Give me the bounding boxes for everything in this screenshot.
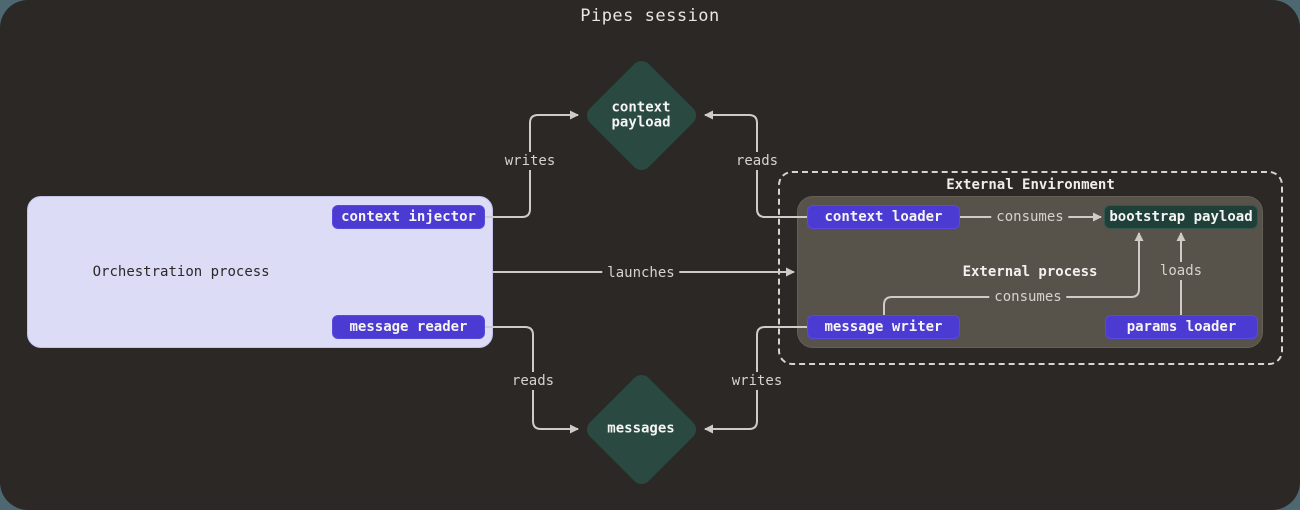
diagram-title: Pipes session: [580, 6, 720, 26]
edge-label-reads-bottom: reads: [506, 372, 560, 390]
node-bootstrap-payload: bootstrap payload: [1104, 205, 1258, 229]
edge-label-consumes-bottom: consumes: [989, 288, 1067, 306]
edge-label-writes-bottom: writes: [726, 372, 788, 390]
edge-label-writes-top: writes: [499, 152, 561, 170]
node-params-loader: params loader: [1105, 315, 1258, 339]
edge-label-launches: launches: [602, 264, 680, 282]
external-environment-label: External Environment: [946, 177, 1115, 193]
node-message-reader: message reader: [332, 315, 485, 339]
node-context-injector: context injector: [332, 205, 485, 229]
external-environment-box: External Environment: [778, 171, 1283, 365]
orchestration-process-label: Orchestration process: [92, 264, 270, 280]
edge-label-consumes-top: consumes: [991, 208, 1069, 226]
edge-label-reads-top: reads: [730, 152, 784, 170]
messages-label: messages: [607, 420, 675, 437]
edge-label-loads: loads: [1154, 262, 1208, 280]
node-message-writer: message writer: [807, 315, 960, 339]
node-context-loader: context loader: [807, 205, 960, 229]
external-process-label: External process: [962, 264, 1098, 280]
context-payload-label: context payload: [611, 99, 671, 130]
